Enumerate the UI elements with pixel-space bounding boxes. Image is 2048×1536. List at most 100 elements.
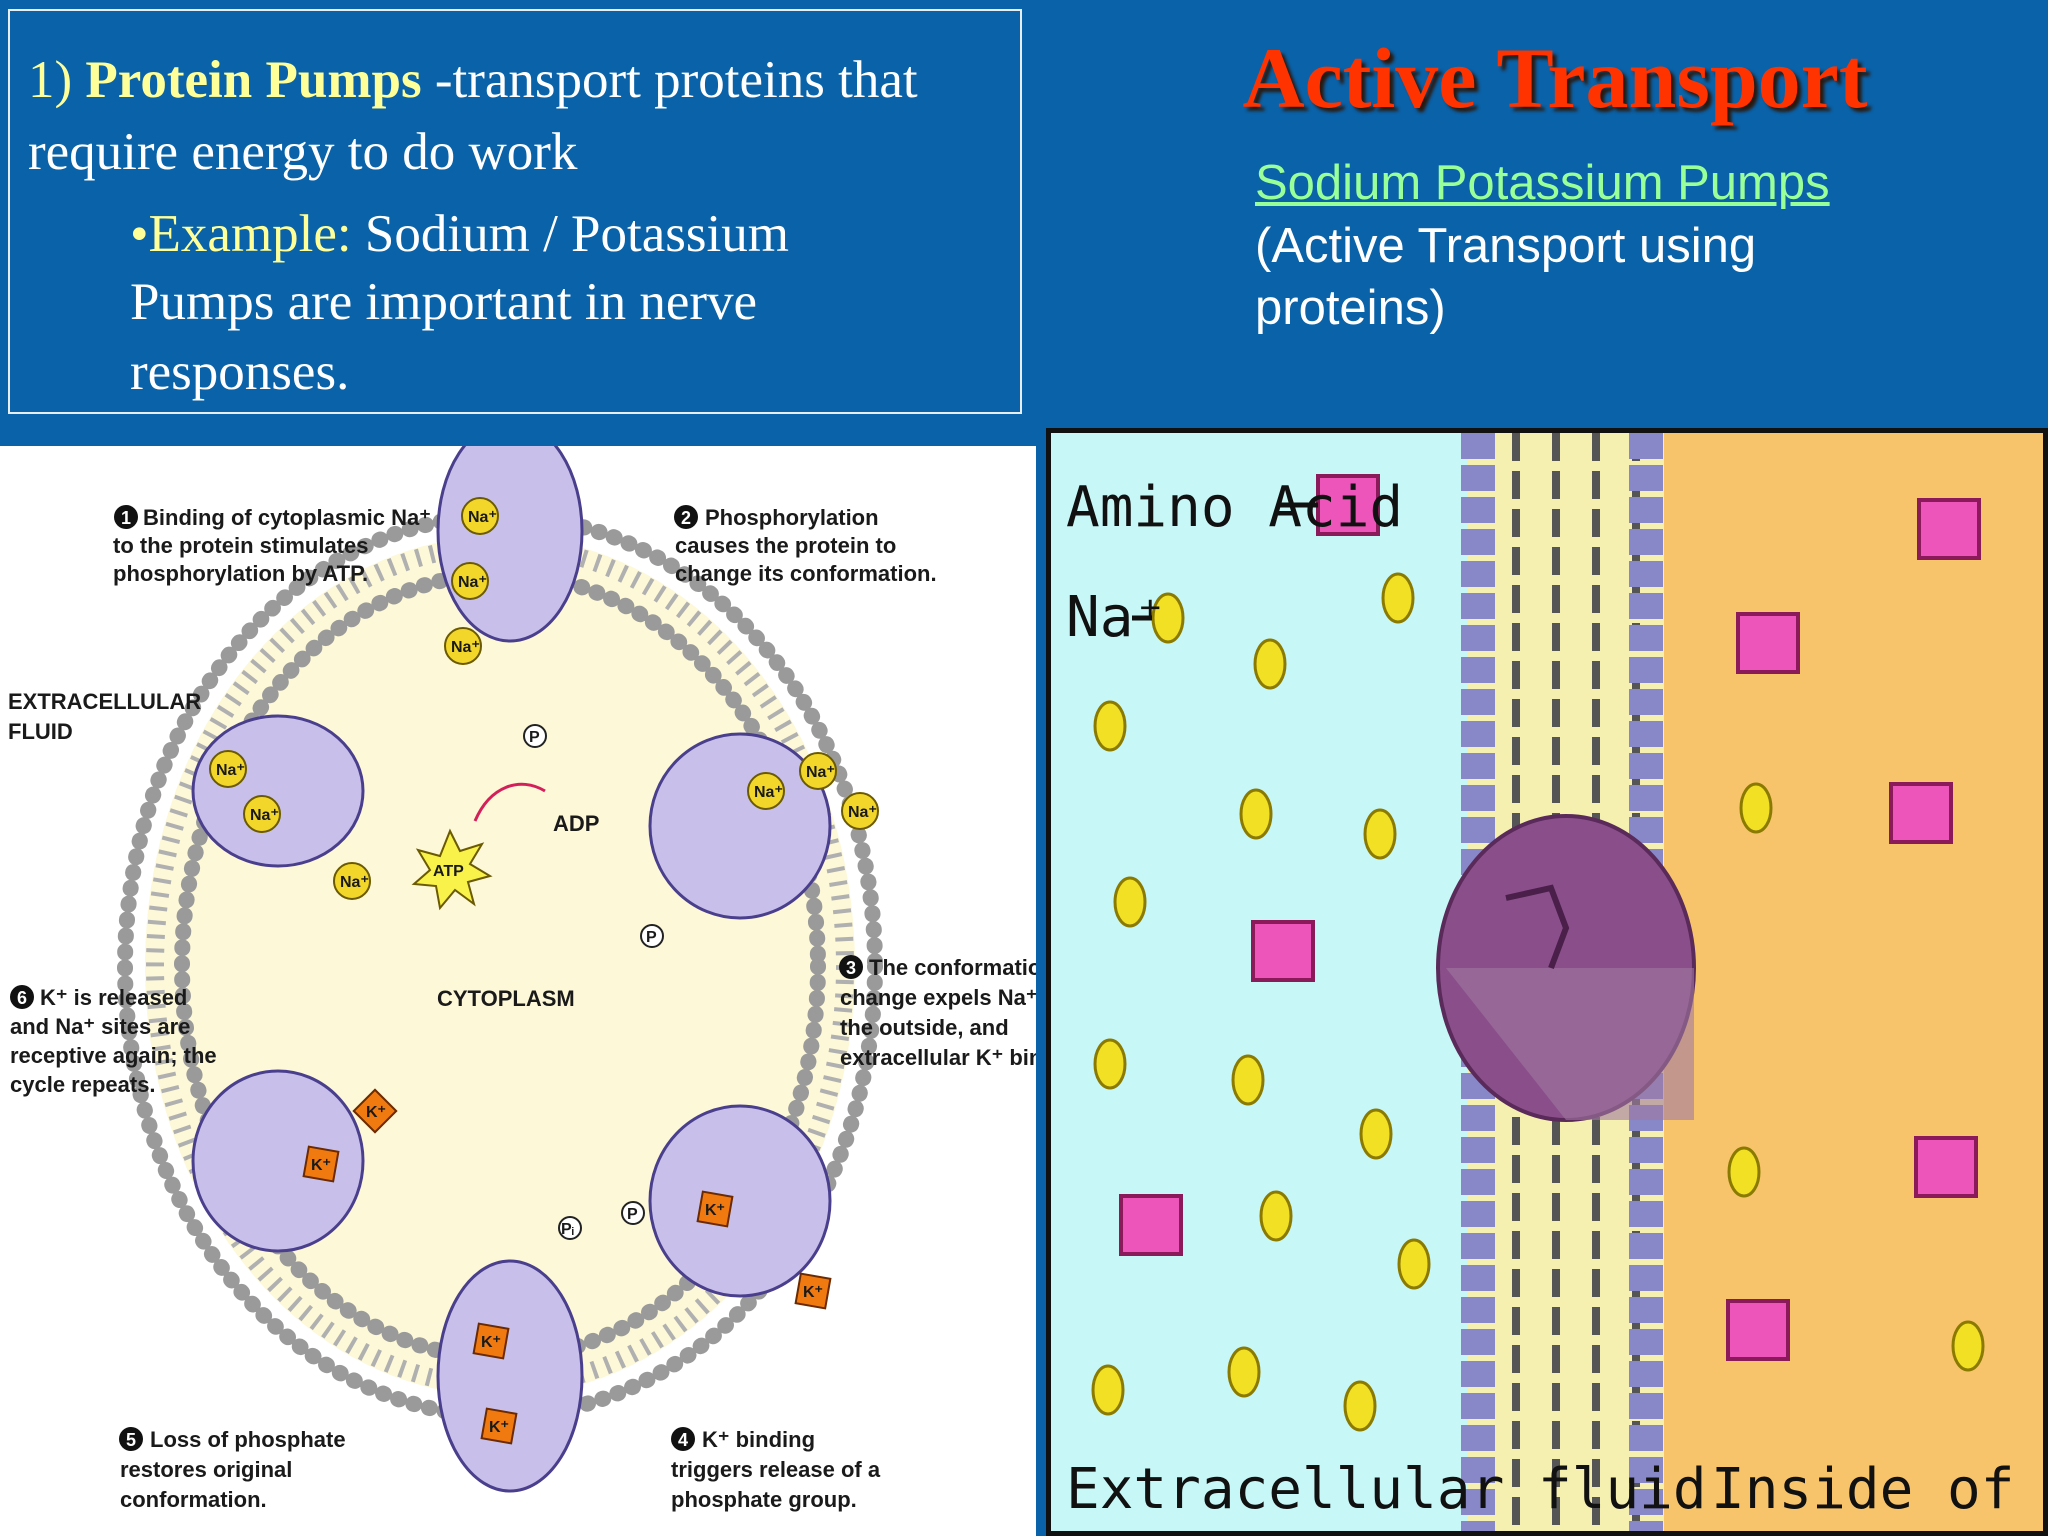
subtitle-line-3: proteins) <box>1255 281 1446 335</box>
sodium-ion <box>1113 876 1147 928</box>
step-number: 5 <box>126 1430 136 1450</box>
sodium-ion <box>1091 1364 1125 1416</box>
na-ion-label: Na⁺ <box>806 764 835 781</box>
na-ion-label: Na⁺ <box>250 807 279 824</box>
na-ion <box>451 562 489 600</box>
pump-protein-lower <box>1446 968 1694 1120</box>
k-ion <box>480 1407 518 1445</box>
step-text: to the protein stimulates <box>113 533 368 558</box>
na-ion <box>799 752 837 790</box>
step-5: 5 Loss of phosphate restores original co… <box>119 1427 346 1512</box>
sodium-ion <box>1397 1238 1431 1290</box>
step-text: The conformational <box>869 955 1036 980</box>
na-ion <box>841 792 879 830</box>
pump-cycle-svg: Na⁺ Na⁺ Na⁺ Na⁺ Na⁺ Na⁺ Na⁺ Na⁺ Na⁺ K⁺ K… <box>8 446 1036 1512</box>
na-ion <box>747 772 785 810</box>
k-ion-label: K⁺ <box>481 1334 501 1351</box>
pump-animation-svg: Amino Acid Na⁺ Extracellular fluid Insid… <box>1051 433 2048 1531</box>
na-ion-label: Na⁺ <box>848 804 877 821</box>
na-ion <box>461 497 499 535</box>
na-ion <box>444 627 482 665</box>
phosphate-label: Pᵢ <box>561 1221 574 1238</box>
subtitle-line-2: (Active Transport using <box>1255 219 1757 273</box>
sodium-ion <box>1359 1108 1393 1160</box>
k-ion-label: K⁺ <box>705 1202 725 1219</box>
step-number: 6 <box>17 988 27 1008</box>
subtitle-link[interactable]: Sodium Potassium Pumps <box>1255 156 1830 210</box>
step-6: 6 K⁺ is released and Na⁺ sites are recep… <box>10 985 217 1097</box>
na-ion-label: Na⁺ <box>451 639 480 656</box>
k-ion-label: K⁺ <box>803 1284 823 1301</box>
extracellular-fluid-label: Extracellular fluid <box>1066 1457 1707 1522</box>
sodium-ion <box>1739 782 1773 834</box>
amino-acid-legend-square <box>1316 474 1380 536</box>
sodium-ion <box>1239 788 1273 840</box>
amino-acid-legend-label: Amino Acid <box>1066 475 1403 540</box>
step-text: Loss of phosphate <box>150 1427 346 1452</box>
phosphate-label: P <box>627 1206 638 1223</box>
cell-interior-region <box>1664 433 2043 1531</box>
example-line-3: responses. <box>130 343 350 401</box>
atp-arrow <box>473 782 546 822</box>
sodium-ion <box>1227 1346 1261 1398</box>
step-1: 1 Binding of cytoplasmic Na⁺ to the prot… <box>113 505 431 586</box>
pump-binding-site <box>1505 884 1570 970</box>
k-ion <box>352 1088 398 1134</box>
pump-protein-1 <box>436 446 584 643</box>
na-ion <box>209 750 247 788</box>
step-text: phosphate group. <box>671 1487 857 1512</box>
step-text: K⁺ is released <box>40 985 187 1010</box>
cytoplasm-label: CYTOPLASM <box>437 986 575 1011</box>
step-number: 4 <box>678 1430 688 1450</box>
example-line-1: •Example: Sodium / Potassium <box>130 202 789 266</box>
k-ion-label: K⁺ <box>311 1157 331 1174</box>
sodium-ion <box>1253 638 1287 690</box>
k-ion-label: K⁺ <box>366 1104 386 1121</box>
phosphate-marker <box>621 1201 645 1225</box>
inside-of-cell-label: Inside of Cell <box>1711 1457 2048 1522</box>
pump-protein-3 <box>648 732 832 920</box>
step-text: causes the protein to <box>675 533 896 558</box>
na-ion-label: Na⁺ <box>458 574 487 591</box>
example-text: Sodium / Potassium <box>351 205 789 263</box>
step-number: 1 <box>121 508 131 528</box>
sodium-ion <box>1093 1038 1127 1090</box>
step-number-badge <box>119 1427 143 1451</box>
step-text: phosphorylation by ATP. <box>113 561 368 586</box>
amino-acid <box>1736 612 1800 674</box>
step-number: 2 <box>681 508 691 528</box>
step-text: triggers release of a <box>671 1457 881 1482</box>
slide-title: Active Transport <box>1242 30 1868 126</box>
step-text: and Na⁺ sites are <box>10 1014 190 1039</box>
step-number-badge <box>671 1427 695 1451</box>
k-ion <box>794 1272 832 1310</box>
na-ion-label: Na⁺ <box>754 784 783 801</box>
definition-text: -transport proteins that <box>421 51 918 109</box>
amino-acid <box>1914 1136 1978 1198</box>
step-text: restores original <box>120 1457 292 1482</box>
step-3: 3 The conformational change expels Na⁺ t… <box>839 955 1036 1070</box>
na-ion <box>333 862 371 900</box>
step-number-badge <box>10 985 34 1009</box>
pump-protein-2 <box>191 714 365 868</box>
sodium-ion <box>1259 1190 1293 1242</box>
k-ion-label: K⁺ <box>489 1419 509 1436</box>
atp-star <box>411 828 493 911</box>
sodium-ion <box>1231 1054 1265 1106</box>
step-number-badge <box>114 505 138 529</box>
step-text: K⁺ binding <box>702 1427 815 1452</box>
na-ion-label: Na⁺ <box>468 509 497 526</box>
na-ion <box>243 795 281 833</box>
sodium-ion <box>1343 1380 1377 1432</box>
na-ion-label: Na⁺ <box>340 874 369 891</box>
step-number: 3 <box>846 958 856 978</box>
phosphate-marker <box>523 724 547 748</box>
amino-acid <box>1726 1299 1790 1361</box>
pump-protein-4 <box>648 1104 832 1298</box>
step-text: Phosphorylation <box>705 505 879 530</box>
step-text: receptive again; the <box>10 1043 217 1068</box>
phosphate-marker <box>640 924 664 948</box>
amino-acid <box>1917 498 1981 560</box>
pump-animation: Amino Acid Na⁺ Extracellular fluid Insid… <box>1046 428 2048 1536</box>
k-ion <box>302 1145 340 1183</box>
